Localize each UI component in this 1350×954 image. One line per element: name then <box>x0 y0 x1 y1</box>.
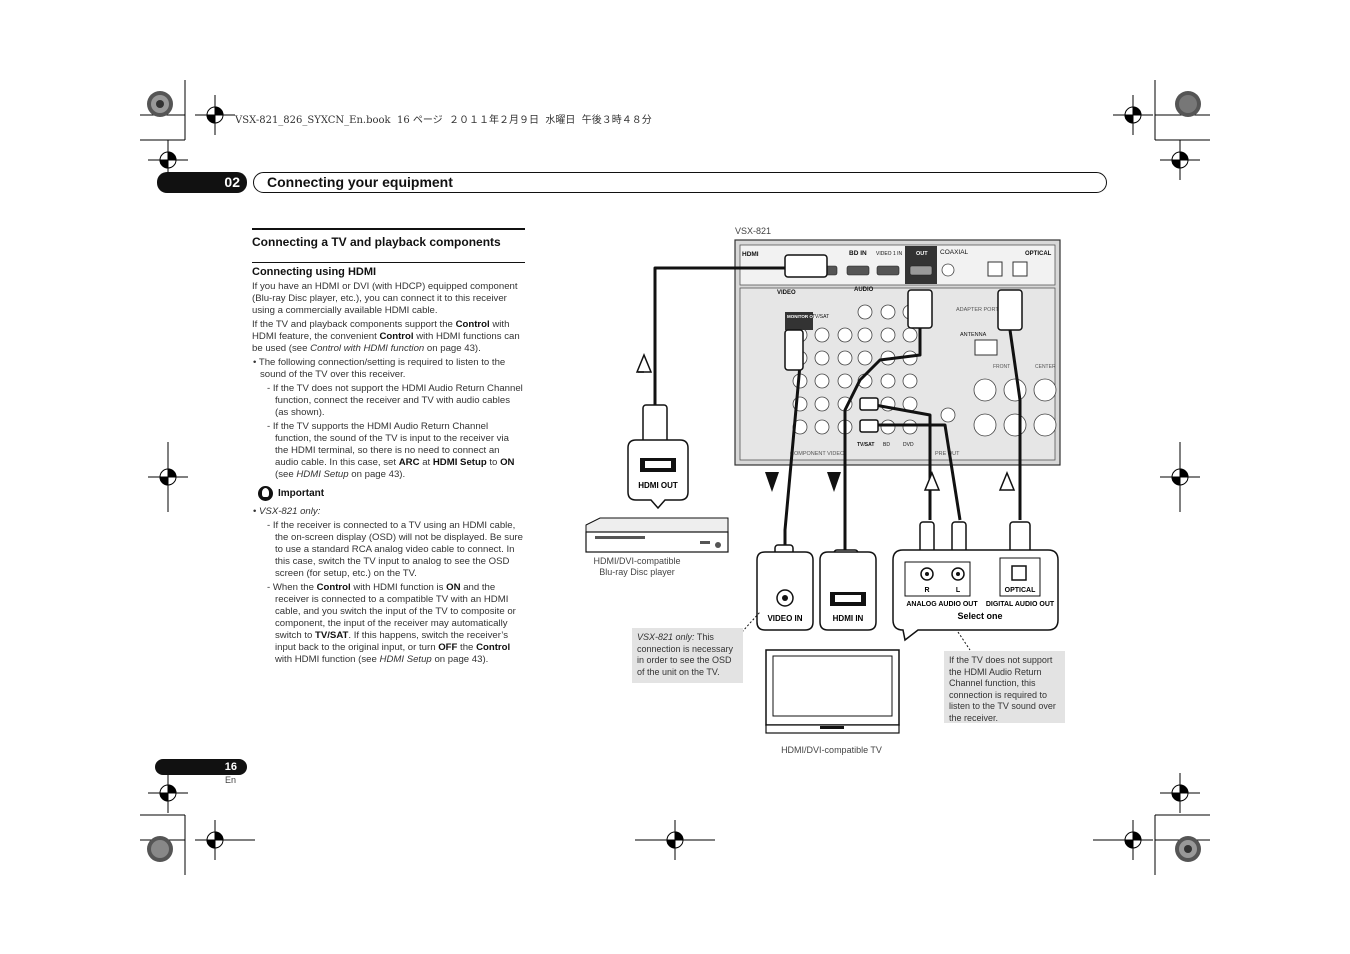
model-label: VSX-821 <box>735 226 772 236</box>
panel-tvsat-audio-label: TV/SAT <box>857 442 874 448</box>
panel-dvd-label: DVD <box>903 442 914 448</box>
panel-video-label: VIDEO <box>777 290 796 296</box>
panel-antenna-label: ANTENNA <box>960 332 987 338</box>
important-dash-control: - When the Control with HDMI function is… <box>267 582 516 665</box>
panel-component-video-label: COMPONENT VIDEO <box>790 451 845 457</box>
digital-audio-out-label: DIGITAL AUDIO OUT <box>986 601 1055 608</box>
hdmi-cable-player <box>653 266 800 410</box>
panel-coaxial-label: COAXIAL <box>940 249 969 256</box>
hdmi-cable-tv <box>843 325 922 560</box>
section-rule-bottom <box>252 262 525 263</box>
hdmi-in-label: HDMI IN <box>833 614 864 623</box>
panel-audio-label: AUDIO <box>854 287 874 293</box>
panel-bd-in-label: BD IN <box>849 250 867 257</box>
language-label: En <box>225 775 237 785</box>
r-label: R <box>924 587 929 594</box>
hdmi-out-label: HDMI OUT <box>638 481 678 490</box>
audio-cable-l <box>875 423 962 521</box>
book-info-header: VSX-821_826_SYXCN_En.book 16 ページ ２０１１年２月… <box>235 115 652 126</box>
panel-hdmi-label: HDMI <box>742 251 759 258</box>
tv-illustration <box>765 649 900 734</box>
tv-caption: HDMI/DVI-compatible TV <box>781 745 882 755</box>
panel-monitor-out-label: MONITOR OUT <box>787 314 819 319</box>
chapter-title-bar <box>253 172 1107 193</box>
panel-adapter-port-label: ADAPTER PORT <box>956 307 999 313</box>
subsection-title: Connecting using HDMI <box>252 266 377 278</box>
section-title: Connecting a TV and playback components <box>252 235 501 249</box>
important-bullet: • VSX-821 only: <box>253 506 321 517</box>
optical-label: OPTICAL <box>1005 587 1036 594</box>
receiver-rear-panel: HDMI BD IN VIDEO 1 IN OUT COAXIAL OPTICA… <box>734 239 1061 466</box>
chapter-number-badge: 02 <box>157 172 247 193</box>
dash-no-arc: - If the TV does not support the HDMI Au… <box>267 383 523 418</box>
panel-optical-label: OPTICAL <box>1025 251 1052 257</box>
optical-cable <box>1008 329 1022 520</box>
panel-tvsat-label: TV/SAT <box>812 314 829 320</box>
bluray-player <box>585 517 729 553</box>
bullet-connection: • The following connection/setting is re… <box>253 357 506 380</box>
paragraph-control: If the TV and playback components suppor… <box>252 319 520 354</box>
connection-diagram: HDMI BD IN VIDEO 1 IN OUT COAXIAL OPTICA… <box>585 239 1061 734</box>
panel-pre-out-label: PRE OUT <box>935 451 960 457</box>
page-number-badge: 16 <box>155 759 247 775</box>
player-caption: HDMI/DVI-compatible Blu-ray Disc player <box>593 556 681 577</box>
important-dash-osd: - If the receiver is connected to a TV u… <box>267 520 523 579</box>
panel-video1-in-label: VIDEO 1 IN <box>876 251 903 257</box>
dash-arc: - If the TV supports the HDMI Audio Retu… <box>267 421 515 480</box>
chapter-title: Connecting your equipment <box>267 174 453 190</box>
important-icon <box>258 486 273 501</box>
paragraph-intro: If you have an HDMI or DVI (with HDCP) e… <box>252 281 518 316</box>
panel-center-label: CENTER <box>1035 364 1056 370</box>
select-one-label: Select one <box>957 611 1002 621</box>
note-arc: If the TV does not support the HDMI Audi… <box>944 651 1065 723</box>
l-label: L <box>956 587 961 594</box>
analog-audio-out-label: ANALOG AUDIO OUT <box>906 601 978 608</box>
panel-bd-label: BD <box>883 442 890 448</box>
video-in-label: VIDEO IN <box>767 614 802 623</box>
panel-out-label: OUT <box>916 251 928 257</box>
note-osd: VSX-821 only: This connection is necessa… <box>632 628 743 683</box>
important-heading: Important <box>252 486 524 501</box>
panel-front-label: FRONT <box>993 364 1010 370</box>
section-rule-top <box>252 228 525 230</box>
body-text-column: If you have an HDMI or DVI (with HDCP) e… <box>252 281 524 666</box>
